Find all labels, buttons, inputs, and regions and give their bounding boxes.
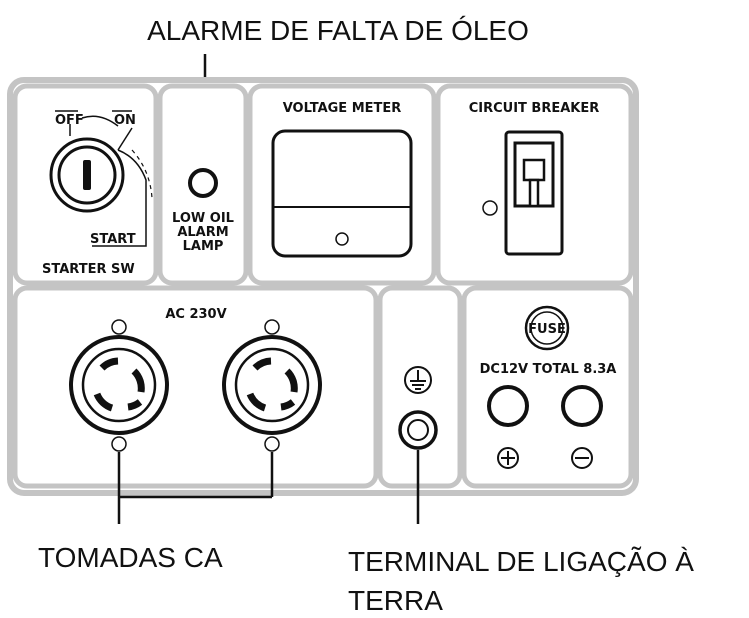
start-bracket [92,149,147,247]
right-outlet-bottom-screw-icon [264,436,280,452]
right-outlet-slot-1 [252,357,272,371]
right-outlet-slot-3 [246,392,267,412]
off-on-arc [81,115,119,127]
voltage-meter-screw-icon [335,232,349,246]
on-label: ON [114,113,136,128]
circuit-breaker-label: CIRCUIT BREAKER [469,101,600,116]
left-outlet-slot-3 [93,392,114,412]
left-outlet-bottom-screw-icon [111,436,127,452]
circuit-breaker-indicator-icon [482,200,498,216]
start-dashed-arc [131,149,153,199]
circuit-breaker-toggle-head [522,158,546,182]
left-outlet-slot-1 [99,357,119,371]
on-pointer [117,127,133,151]
fuse-button-inner [530,311,564,345]
ac-outlets-caption: TOMADAS CA [38,542,223,573]
ac-voltage-label: AC 230V [165,307,226,322]
dc-positive-terminal[interactable] [487,385,529,427]
start-label: START [90,232,136,247]
fuse-label: FUSE [528,322,566,337]
right-outlet-top-screw-icon [264,319,280,335]
dc-panel [461,285,634,489]
low-oil-label-2: ALARM [177,225,228,240]
circuit-breaker-toggle-stem [528,178,540,208]
low-oil-label-3: LAMP [183,239,224,254]
voltage-meter-label: VOLTAGE METER [283,101,402,116]
right-outlet-slot-4 [280,399,296,411]
right-outlet-slot-2 [284,368,298,393]
low-oil-lamp-icon [188,168,218,198]
ground-caption-line-2: TERRA [348,585,443,616]
ground-caption-line-1: TERMINAL DE LIGAÇÃO À [348,546,694,577]
left-outlet-slot-2 [131,368,145,393]
off-label: OFF [55,113,84,128]
left-outlet-slot-4 [127,399,143,411]
oil-alarm-caption: ALARME DE FALTA DE ÓLEO [147,15,529,46]
left-outlet-top-screw-icon [111,319,127,335]
starter-sw-label: STARTER SW [42,262,135,277]
dc-negative-terminal[interactable] [561,385,603,427]
dc-rating-label: DC12V TOTAL 8.3A [480,362,617,377]
low-oil-label-1: LOW OIL [172,211,234,226]
ground-terminal-center [407,419,429,441]
voltage-meter-display [271,129,413,258]
key-slot-icon [83,160,91,190]
